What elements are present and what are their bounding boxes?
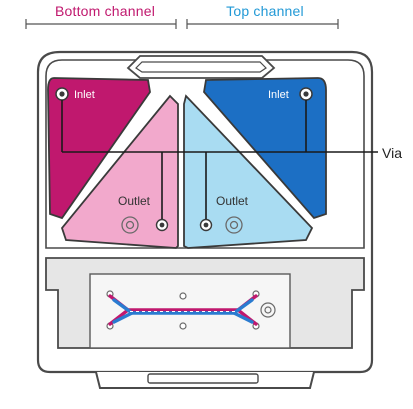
via-leader-lines (61, 100, 378, 219)
bottom-channel-label: Bottom channel (54, 3, 156, 19)
bottom-channel-bracket (25, 19, 177, 29)
inlet-label-right: Inlet (268, 89, 289, 101)
bottom-outlet-port (155, 218, 169, 232)
bottom-inlet-reservoir (47, 77, 151, 220)
top-outlet-ring (225, 216, 243, 234)
top-microchannel (112, 298, 254, 324)
bottom-outlet-ring (121, 216, 139, 234)
outlet-label-right: Outlet (216, 194, 249, 208)
bottom-tab-slot (147, 373, 259, 384)
bottom-inlet-port (55, 87, 69, 101)
chip-logo-mark (260, 302, 276, 318)
top-inlet-port (299, 87, 313, 101)
outlet-label-left: Outlet (118, 194, 151, 208)
bottom-outlet-reservoir (60, 94, 179, 249)
top-handle (126, 55, 276, 79)
via-label: Via (382, 145, 402, 161)
inlet-label-left: Inlet (74, 89, 95, 101)
top-channel-label: Top channel (226, 3, 304, 19)
top-outlet-reservoir (183, 94, 314, 249)
top-inlet-reservoir (203, 77, 327, 220)
top-outlet-port (199, 218, 213, 232)
top-handle-inner (135, 61, 267, 73)
chip-inner-outline (45, 59, 365, 249)
top-channel-bracket (186, 19, 339, 29)
